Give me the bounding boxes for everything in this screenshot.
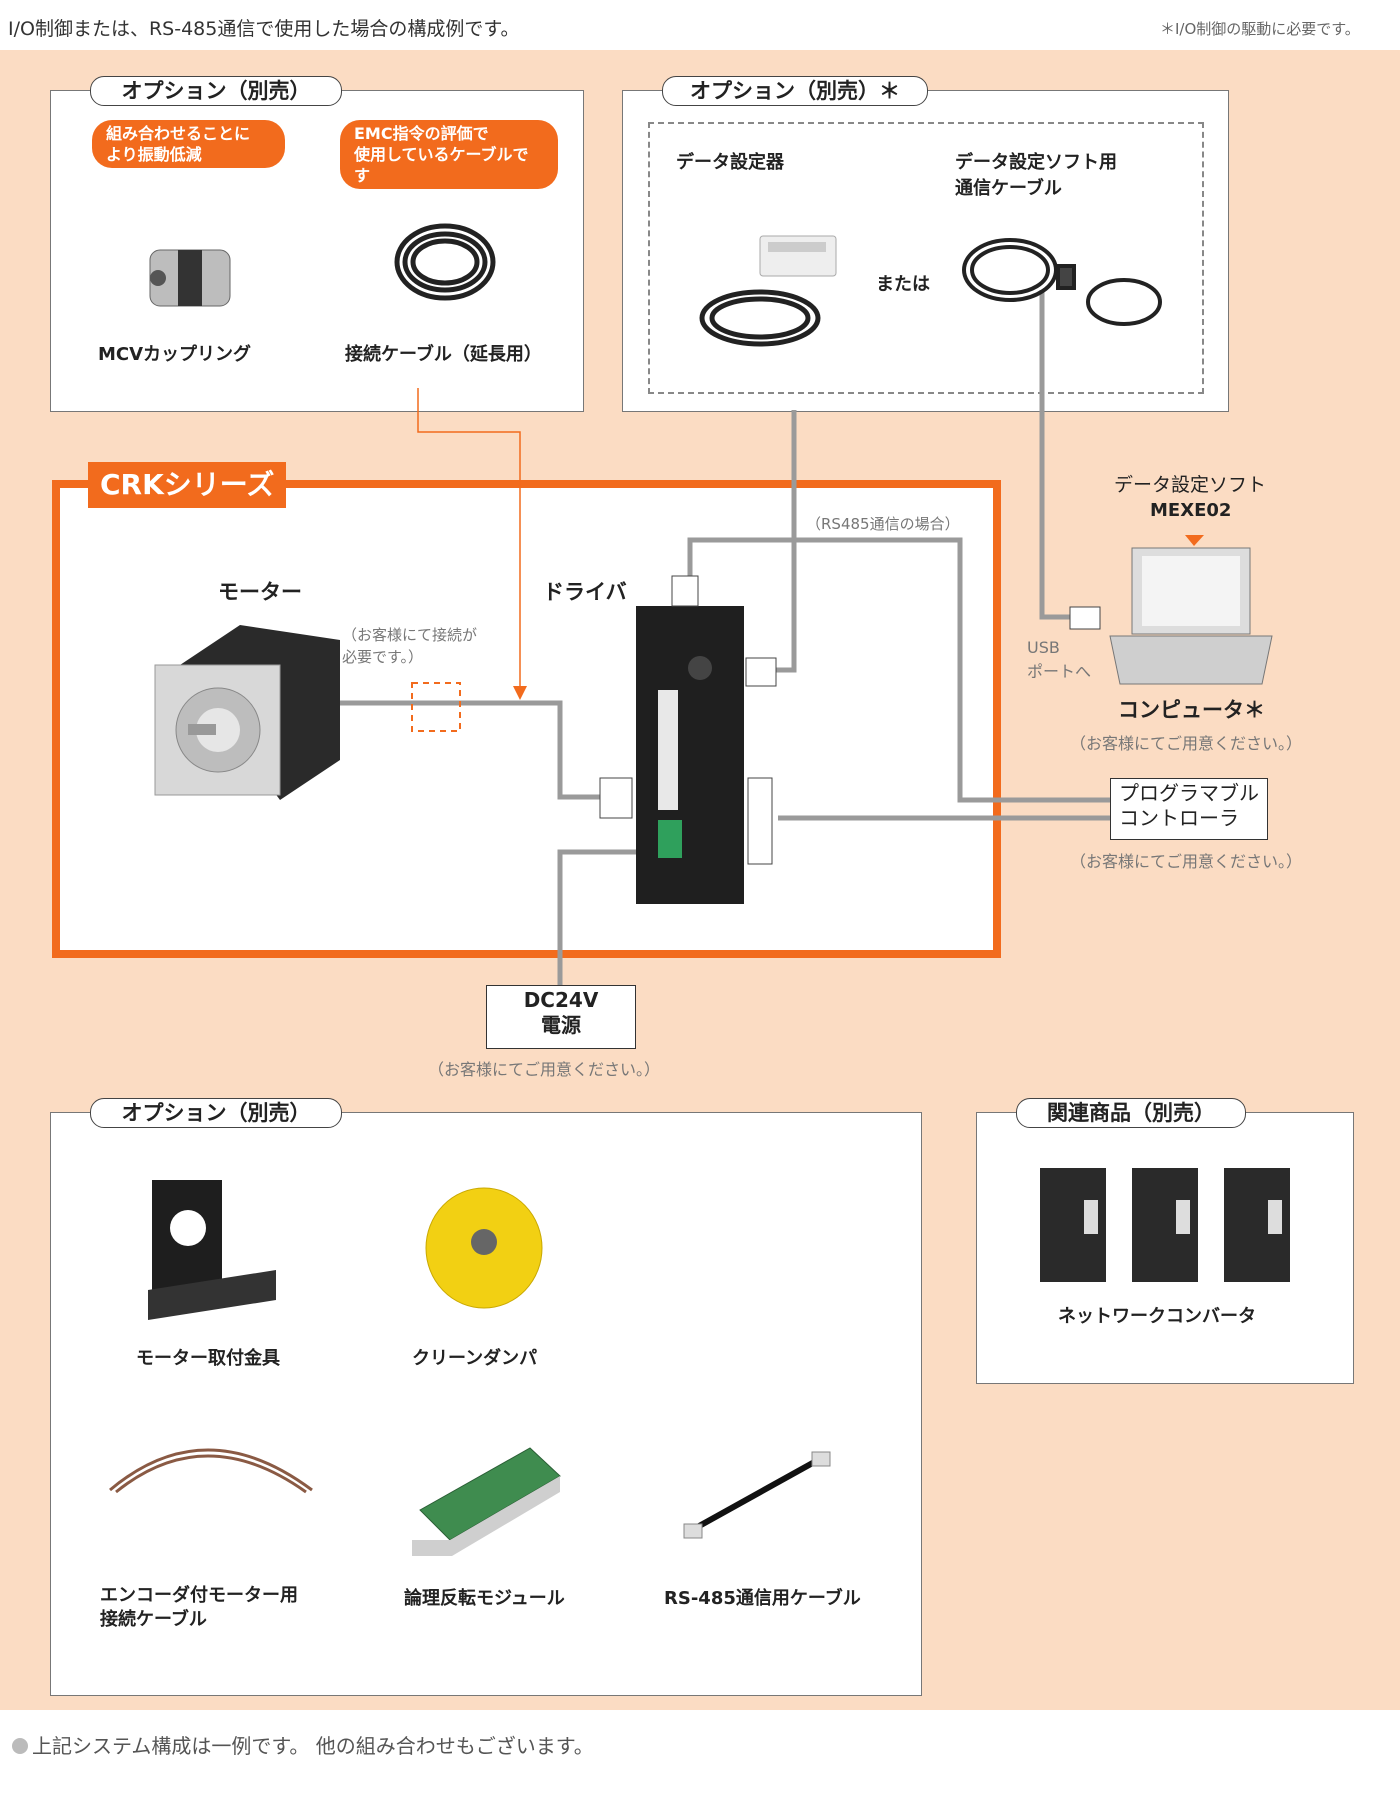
stepper-motor-icon (154, 625, 340, 800)
option-panel-title: オプション（別売） (90, 76, 342, 106)
or-label: または (876, 274, 930, 295)
related-products-panel (976, 1112, 1354, 1384)
motor-bracket-label: モーター取付金具 (136, 1348, 280, 1369)
related-products-title: 関連商品（別売） (1016, 1098, 1246, 1128)
emc-tag: EMC指令の評価で使用しているケーブルです (340, 120, 558, 189)
data-setter-icon (699, 235, 837, 347)
option-panel-title: オプション（別売） (90, 1098, 342, 1128)
footer-note: 上記システム構成は一例です。 他の組み合わせもございます。 (12, 1730, 594, 1759)
driver-unit-icon (599, 575, 777, 904)
power-note: （お客様にてご用意ください。） (428, 1060, 661, 1079)
software-label: データ設定ソフト (1114, 474, 1267, 496)
programmable-controller-box: プログラマブルコントローラ (1110, 778, 1268, 840)
header-caption: I/O制御または、RS-485通信で使用した場合の構成例です。 (8, 18, 520, 40)
crk-series-title: CRKシリーズ (88, 462, 287, 508)
mexe02-label: MEXE02 (1150, 500, 1232, 521)
rs485-cable-label: RS-485通信用ケーブル (664, 1588, 861, 1609)
clean-damper-icon (425, 1187, 543, 1309)
mcv-coupling-label: MCVカップリング (98, 344, 252, 365)
arrow-down-icon (513, 686, 527, 700)
computer-label: コンピュータ＊ (1118, 698, 1265, 722)
wiring (340, 290, 1110, 985)
plc-note: （お客様にてご用意ください。） (1070, 852, 1303, 871)
driver-label: ドライバ (543, 580, 627, 604)
connector-dashed-box (411, 682, 461, 732)
comm-cable-label: データ設定ソフト用通信ケーブル (955, 152, 1117, 199)
encoder-cable-label: エンコーダ付モーター用接続ケーブル (100, 1585, 298, 1630)
bullet-icon (12, 1738, 28, 1754)
logic-inverter-label: 論理反転モジュール (404, 1588, 565, 1609)
customer-connect-note: （お客様にて接続が必要です。） (342, 626, 478, 666)
data-setter-dashed-group (648, 122, 1204, 394)
network-converter-icon (1040, 1168, 1290, 1282)
usb-cable-icon (962, 238, 1162, 326)
coiled-cable-icon (394, 223, 496, 301)
header-footnote: ＊I/O制御の駆動に必要です。 (1160, 20, 1360, 38)
motor-label: モーター (218, 580, 302, 604)
extension-cable-path (417, 388, 521, 695)
data-setter-label: データ設定器 (676, 152, 784, 173)
coupling-icon (149, 249, 231, 307)
vibration-tag: 組み合わせることにより振動低減 (92, 120, 285, 168)
rs485-cable-icon (683, 1451, 831, 1539)
encoder-cable-icon (109, 1448, 313, 1494)
network-converter-label: ネットワークコンバータ (1058, 1306, 1256, 1327)
laptop-icon (1069, 547, 1273, 685)
clean-damper-label: クリーンダンパ (412, 1348, 538, 1369)
logic-inverter-module-icon (412, 1447, 561, 1556)
option-panel-title: オプション（別売）＊ (662, 76, 928, 106)
extension-cable-label: 接続ケーブル（延長用） (345, 344, 542, 365)
rs485-note: （RS485通信の場合） (806, 515, 960, 533)
motor-bracket-icon (148, 1180, 276, 1320)
arrow-down-icon (1185, 535, 1204, 546)
computer-note: （お客様にてご用意ください。） (1070, 734, 1303, 753)
